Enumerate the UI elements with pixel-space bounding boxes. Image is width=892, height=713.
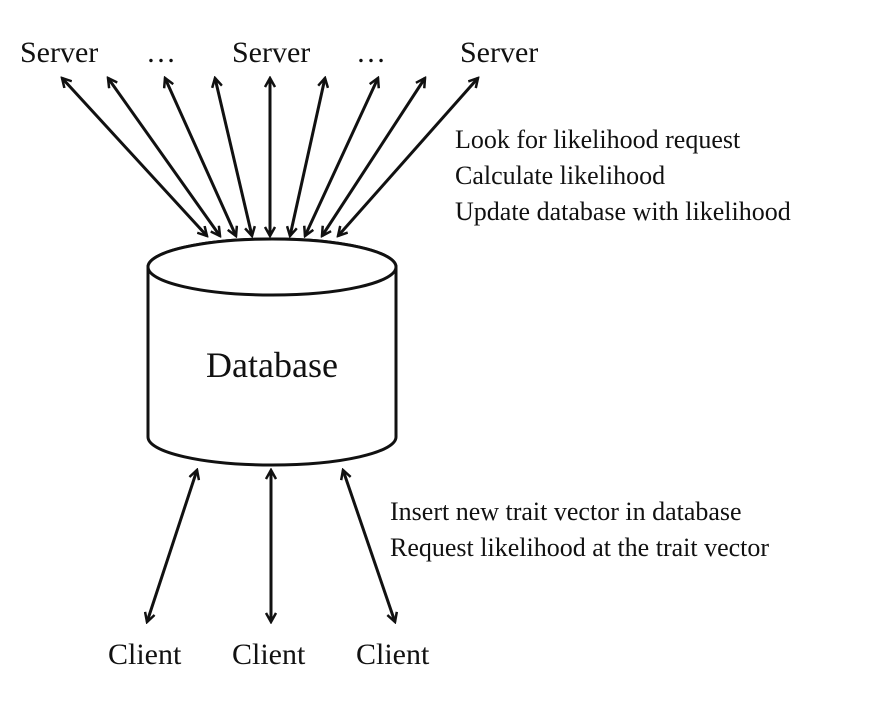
database-top xyxy=(146,237,398,297)
client-arrow-1 xyxy=(147,470,197,622)
server-arrow-9 xyxy=(338,78,478,236)
client-arrows xyxy=(147,470,395,622)
client-note-2: Request likelihood at the trait vector xyxy=(390,533,769,562)
client-label-2: Client xyxy=(232,638,306,671)
server-arrow-6 xyxy=(290,78,325,236)
server-label-3: Server xyxy=(460,36,538,69)
database-cylinder: Database xyxy=(146,237,398,467)
server-arrow-2 xyxy=(108,78,220,236)
server-arrows xyxy=(62,78,478,236)
server-arrow-1 xyxy=(62,78,207,236)
server-arrow-3 xyxy=(165,78,236,236)
server-label-1: Server xyxy=(20,36,98,69)
server-ellipsis-2: … xyxy=(356,36,386,69)
server-note-3: Update database with likelihood xyxy=(455,197,791,226)
database-label: Database xyxy=(206,345,338,385)
client-note-1: Insert new trait vector in database xyxy=(390,497,742,526)
client-label-3: Client xyxy=(356,638,430,671)
server-ellipsis-1: … xyxy=(146,36,176,69)
server-arrow-4 xyxy=(215,78,252,236)
client-arrow-3 xyxy=(343,470,395,622)
client-label-1: Client xyxy=(108,638,182,671)
server-note-2: Calculate likelihood xyxy=(455,161,665,190)
server-label-2: Server xyxy=(232,36,310,69)
server-note-1: Look for likelihood request xyxy=(455,125,741,154)
server-arrow-7 xyxy=(305,78,378,236)
